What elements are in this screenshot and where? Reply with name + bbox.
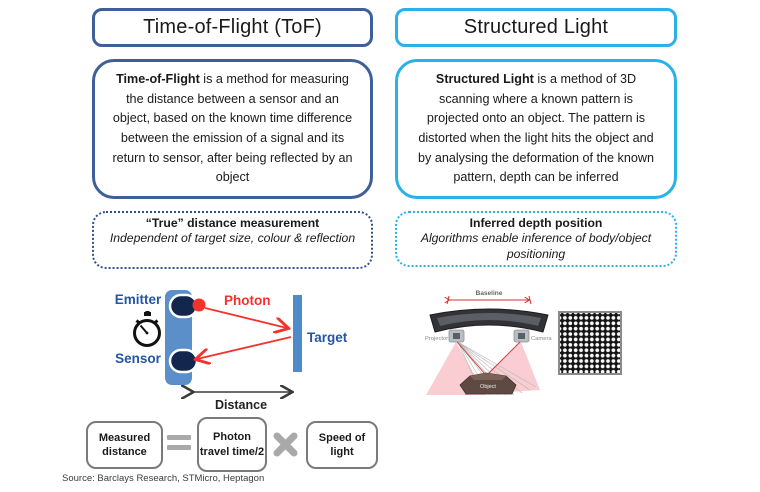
photon-outbound-arrow <box>204 307 287 328</box>
tof-description-box: Time-of-Flight is a method for measuring… <box>92 59 373 199</box>
tof-description-lead: Time-of-Flight <box>116 72 200 87</box>
tof-description-text: is a method for measuring the distance b… <box>112 72 353 185</box>
measured-distance-label: Measured distance <box>98 431 151 458</box>
structured-light-description-text: is a method of 3D scanning where a known… <box>418 72 654 185</box>
tof-header-title: Time-of-Flight (ToF) <box>143 16 322 38</box>
speed-of-light-label: Speed of light <box>318 431 366 458</box>
measured-distance-box: Measured distance <box>86 421 163 469</box>
tof-summary-box: “True” distance measurement Independent … <box>92 211 373 269</box>
camera-label: Camera <box>531 336 552 342</box>
object-label: Object <box>480 384 496 390</box>
speed-of-light-box: Speed of light <box>306 421 378 469</box>
target-bar <box>293 295 302 372</box>
photon-dot <box>192 298 206 312</box>
sensor-label: Sensor <box>115 351 161 366</box>
structured-light-header-title: Structured Light <box>463 16 609 38</box>
structured-light-summary-box: Inferred depth position Algorithms enabl… <box>395 211 677 267</box>
photon-return-arrow <box>197 336 292 359</box>
tof-diagram-graphic <box>165 290 302 418</box>
sensor-capsule <box>168 348 199 374</box>
photon-label: Photon <box>224 293 271 308</box>
tof-header-box: Time-of-Flight (ToF) <box>92 8 373 47</box>
structured-light-description-lead: Structured Light <box>435 72 534 87</box>
dot-grid-pattern <box>558 311 622 375</box>
projector-label: Projector <box>425 336 448 342</box>
tof-summary-title: “True” distance measurement <box>145 216 320 230</box>
distance-label: Distance <box>214 398 268 412</box>
photon-travel-time-box: Photon travel time/2 <box>197 417 267 472</box>
source-note: Source: Barclays Research, STMicro, Hept… <box>62 473 265 484</box>
structured-light-summary-title: Inferred depth position <box>469 216 603 230</box>
structured-light-header-box: Structured Light <box>395 8 677 47</box>
photon-travel-time-label: Photon travel time/2 <box>199 431 265 458</box>
multiply-icon <box>273 432 298 457</box>
emitter-label: Emitter <box>114 292 162 307</box>
stopwatch-icon <box>133 311 161 347</box>
tof-summary-body: Independent of target size, colour & ref… <box>109 231 356 246</box>
structured-light-summary-body: Algorithms enable inference of body/obje… <box>420 231 652 262</box>
target-label: Target <box>307 330 348 345</box>
structured-light-illustration: Baseline Object Projector Camera <box>425 290 552 396</box>
equals-icon <box>167 435 191 450</box>
structured-light-description-box: Structured Light is a method of 3D scann… <box>395 59 677 199</box>
baseline-label: Baseline <box>476 290 503 297</box>
